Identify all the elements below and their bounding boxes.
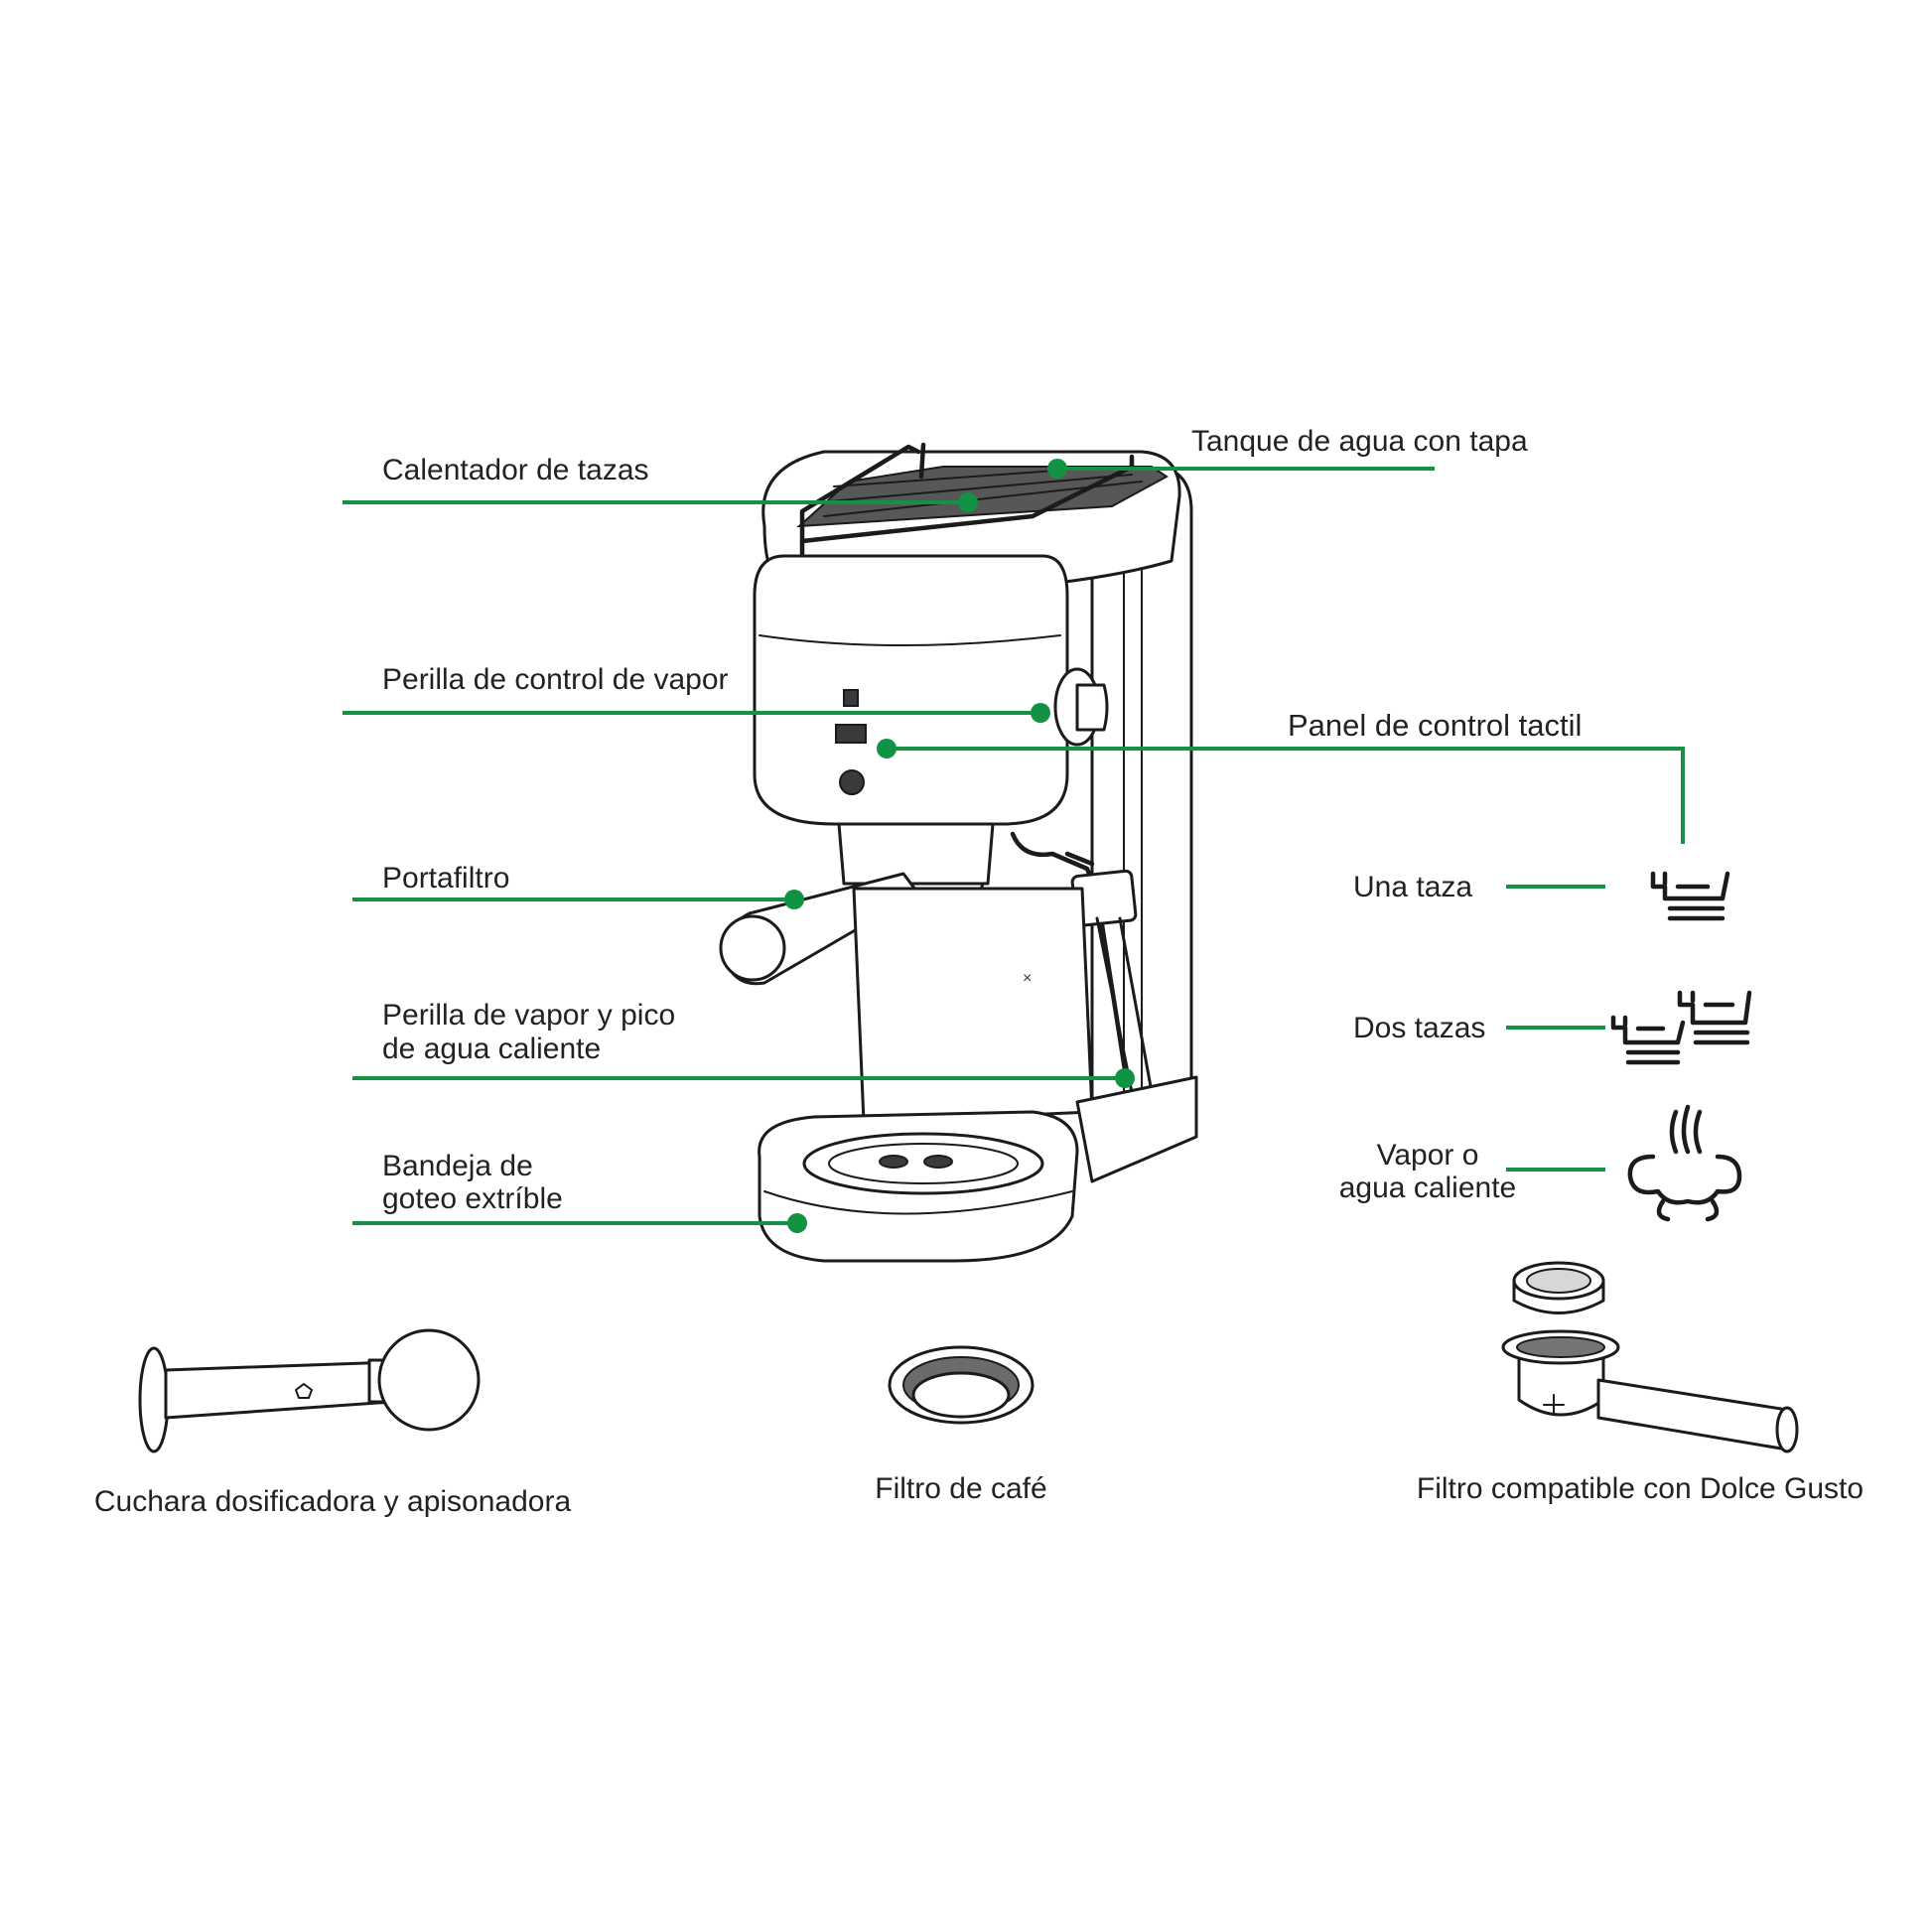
label-cup-warmer: Calentador de tazas xyxy=(382,454,649,486)
espresso-machine-illustration: × xyxy=(719,442,1198,1263)
svg-text:×: × xyxy=(1023,970,1032,987)
label-steam-line-1: Vapor o xyxy=(1377,1139,1479,1172)
head-panel-icons xyxy=(835,689,867,795)
label-drip-tray-line-2: goteo extríble xyxy=(382,1182,563,1215)
label-coffee-filter: Filtro de café xyxy=(875,1472,1046,1505)
steam-icon xyxy=(1627,1104,1742,1222)
tamper-spoon-illustration xyxy=(138,1328,481,1453)
label-steam-line-2: agua caliente xyxy=(1339,1172,1516,1204)
label-touch-panel: Panel de control tactil xyxy=(1288,708,1582,743)
label-drip-tray-line-1: Bandeja de xyxy=(382,1150,533,1182)
leader-lines xyxy=(343,459,1685,1233)
one-cup-icon xyxy=(1650,871,1730,921)
steam-knob-illustration xyxy=(1053,667,1109,747)
dolce-gusto-filter-illustration xyxy=(1501,1261,1799,1453)
label-one-cup: Una taza xyxy=(1353,871,1472,903)
two-cups-icon xyxy=(1610,990,1752,1065)
coffee-filter-illustration xyxy=(888,1345,1035,1425)
label-dolce-gusto-filter: Filtro compatible con Dolce Gusto xyxy=(1417,1472,1863,1505)
label-steam-knob: Perilla de control de vapor xyxy=(382,663,729,696)
label-two-cups: Dos tazas xyxy=(1353,1012,1485,1044)
drip-tray-illustration xyxy=(758,1110,1079,1263)
label-portafilter: Portafiltro xyxy=(382,862,509,895)
label-steam-wand-line-2: de agua caliente xyxy=(382,1033,601,1065)
label-water-tank: Tanque de agua con tapa xyxy=(1191,425,1528,458)
label-tamper-spoon: Cuchara dosificadora y apisonadora xyxy=(94,1485,572,1518)
label-steam-wand-line-1: Perilla de vapor y pico xyxy=(382,999,675,1032)
